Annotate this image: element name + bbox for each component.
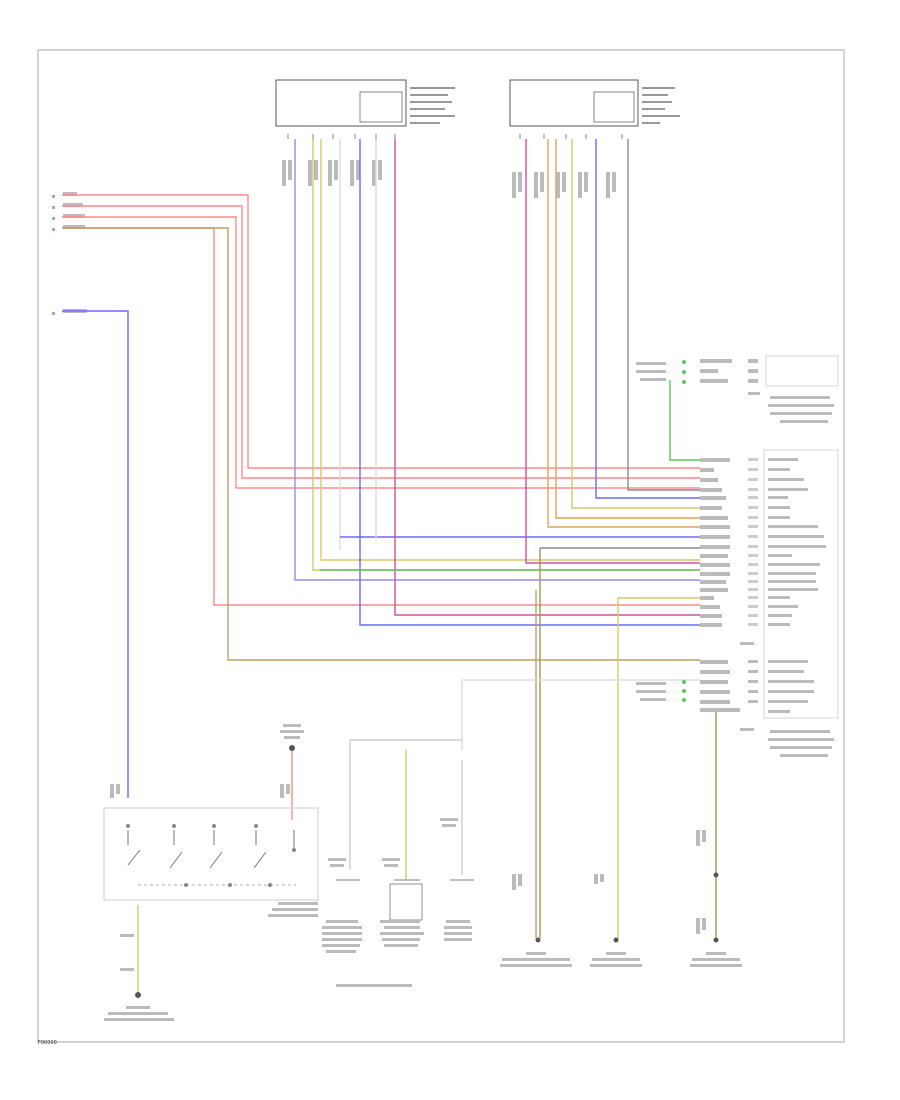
sensor-block — [322, 818, 474, 987]
module-pin-markers — [287, 134, 623, 139]
switch-assembly — [103, 724, 319, 917]
left-stub-connector — [52, 192, 87, 315]
right-connector-main — [700, 449, 839, 719]
ground-points-right — [500, 830, 742, 967]
wire-harness — [62, 139, 717, 992]
right-connector-upper — [636, 355, 839, 423]
module-right — [509, 79, 680, 127]
diagram-id-label: F00000 — [38, 1040, 57, 1046]
ground-left — [104, 934, 174, 1021]
right-connector-lower — [636, 660, 834, 757]
module-left — [275, 79, 455, 127]
module-wire-labels — [282, 160, 616, 198]
diagram-frame — [37, 49, 845, 1043]
